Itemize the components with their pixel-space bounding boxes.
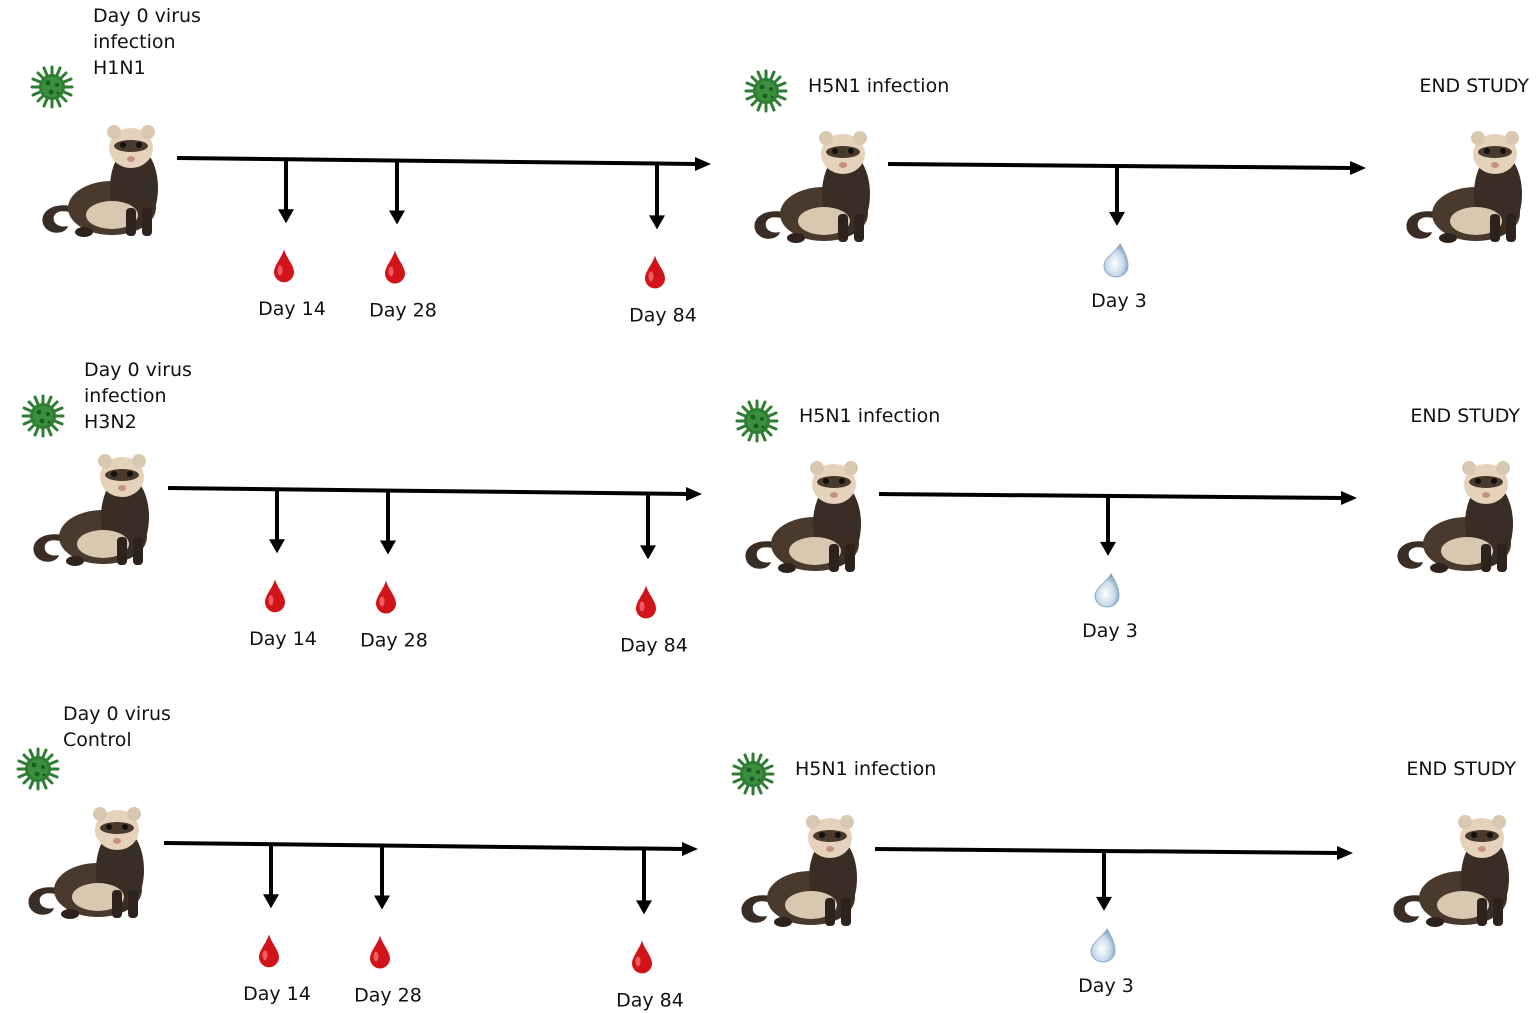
timeline-arrow-challenge-head (1341, 491, 1357, 505)
blood-drop-icon-shine (277, 265, 283, 276)
ferret-image (1393, 815, 1509, 927)
end-study-label: END STUDY (1419, 75, 1529, 97)
blood-drop-icon (385, 250, 405, 284)
sampling-arrow-head (278, 209, 294, 224)
ferret-image (33, 454, 149, 566)
ferret-image (42, 125, 158, 237)
sampling-arrow-head (269, 539, 285, 554)
virus-icon (731, 752, 775, 796)
sampling-arrow-head (1100, 541, 1116, 556)
timeline-arrow-challenge (887, 162, 1353, 170)
sampling-arrow-head (1096, 896, 1112, 911)
blood-drop-icon-shine (379, 596, 385, 607)
blood-drop-icon (376, 580, 396, 614)
blood-drop-icon-shine (373, 951, 379, 962)
bleed-day-label: Day 14 (243, 983, 311, 1005)
ferret-image (28, 807, 144, 919)
timeline-arrow-challenge-head (1337, 846, 1353, 860)
ferret-image (745, 461, 861, 573)
bleed-day-label: Day 14 (249, 628, 317, 650)
sampling-arrow-head (636, 900, 652, 915)
swab-day-label: Day 3 (1078, 975, 1134, 997)
challenge-label: H5N1 infection (795, 758, 936, 780)
virus-icon (30, 65, 74, 109)
group-label-line: Day 0 virus (84, 359, 192, 381)
sampling-arrow-head (649, 215, 665, 230)
blood-drop-icon (274, 249, 294, 283)
challenge-label: H5N1 infection (799, 405, 940, 427)
timeline-arrow-challenge-head (1350, 161, 1366, 175)
sampling-arrow-head (263, 894, 279, 909)
sampling-arrow-head (374, 895, 390, 910)
ferret-image (754, 131, 870, 243)
timeline-arrow-challenge (878, 492, 1344, 500)
ferret-image (1397, 461, 1513, 573)
group-label-line: H1N1 (93, 57, 146, 79)
ferret-image (1406, 131, 1522, 243)
bleed-day-label: Day 84 (620, 634, 688, 656)
virus-icon (744, 69, 788, 113)
bleed-day-label: Day 28 (360, 629, 428, 651)
timeline-arrow-challenge (874, 847, 1340, 855)
bleed-day-label: Day 14 (258, 298, 326, 320)
swab-drop-icon (1090, 927, 1116, 963)
blood-drop-icon-shine (648, 271, 654, 282)
blood-drop-icon-shine (639, 601, 645, 612)
blood-drop-icon (370, 935, 390, 969)
timeline-arrow-primary-head (695, 157, 711, 171)
timeline-arrow-primary (167, 486, 689, 496)
group-label-line: Day 0 virus (93, 5, 201, 27)
sampling-arrow-head (389, 210, 405, 225)
blood-drop-icon (259, 934, 279, 968)
blood-drop-icon (265, 579, 285, 613)
bleed-day-label: Day 84 (629, 304, 697, 326)
bleed-day-label: Day 28 (369, 299, 437, 321)
challenge-label: H5N1 infection (808, 75, 949, 97)
timeline-arrow-primary-head (686, 487, 702, 501)
bleed-day-label: Day 84 (616, 989, 684, 1011)
end-study-label: END STUDY (1410, 405, 1520, 427)
sampling-arrow-head (380, 540, 396, 555)
group-label-line: Day 0 virus (63, 703, 171, 725)
bleed-day-label: Day 28 (354, 984, 422, 1006)
virus-icon (735, 399, 779, 443)
group-label-line: infection (84, 385, 167, 407)
ferret-image (741, 815, 857, 927)
end-study-label: END STUDY (1406, 758, 1516, 780)
swab-day-label: Day 3 (1091, 290, 1147, 312)
blood-drop-icon-shine (388, 266, 394, 277)
group-label-line: infection (93, 31, 176, 53)
swab-drop-icon (1103, 242, 1129, 278)
blood-drop-icon (645, 255, 665, 289)
timeline-arrow-primary (163, 841, 685, 851)
sampling-arrow-head (1109, 211, 1125, 226)
group-label-line: Control (63, 729, 132, 751)
timeline-arrow-primary-head (682, 842, 698, 856)
blood-drop-icon-shine (268, 595, 274, 606)
swab-drop-icon (1094, 572, 1120, 608)
blood-drop-icon (636, 585, 656, 619)
sampling-arrow-head (640, 545, 656, 560)
group-label-line: H3N2 (84, 411, 137, 433)
timeline-arrow-primary (176, 156, 698, 166)
swab-day-label: Day 3 (1082, 620, 1138, 642)
blood-drop-icon-shine (635, 956, 641, 967)
virus-icon (21, 394, 65, 438)
blood-drop-icon-shine (262, 950, 268, 961)
blood-drop-icon (632, 940, 652, 974)
virus-icon (16, 747, 60, 791)
